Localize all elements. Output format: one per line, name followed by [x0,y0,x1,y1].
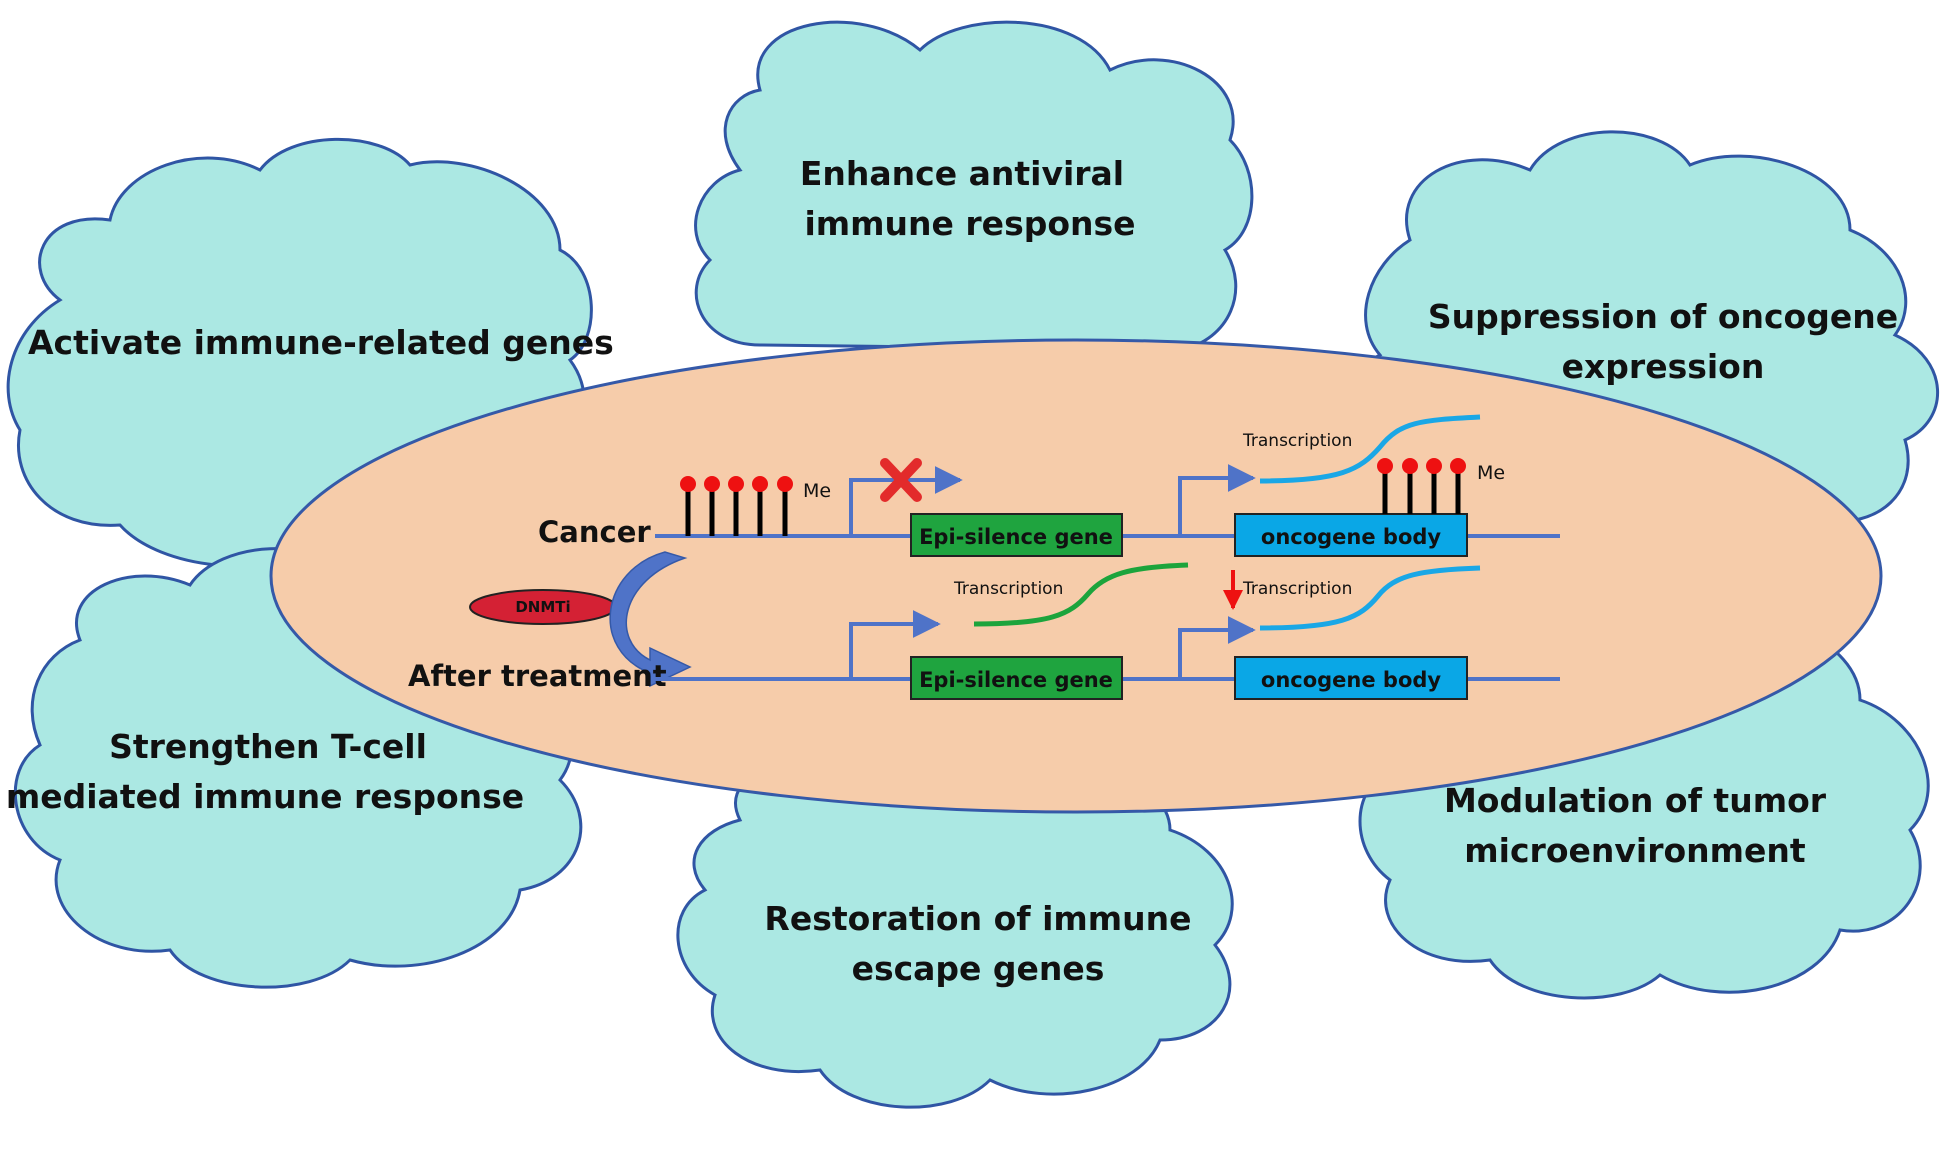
treated-row: After treatment Transcription Epi-silenc… [408,562,1560,700]
treated-transcription-label-1: Transcription [953,579,1063,599]
cloud-top: Enhance antiviral immune response [694,20,1254,352]
cloud-lower-left-line-2: mediated immune response [6,777,524,816]
cancer-row: Cancer Me Epi-silence gene Transcriptio [538,414,1560,557]
treated-oncogene-box [1234,656,1468,700]
cloud-bottom-line-1: Restoration of immune [764,899,1191,938]
treated-gene-transcript [973,562,1189,627]
treated-promoter-arrow [849,610,941,679]
treated-label: After treatment [408,659,667,693]
cloud-upper-right-line-2: expression [1562,347,1765,386]
cancer-oncogene-transcript [1259,414,1481,484]
treated-gene-box [910,656,1123,700]
cancer-methyl-group-1 [680,476,793,536]
dnmti-drug: DNMTi [469,589,617,625]
dnmti-label: DNMTi [515,598,570,616]
treated-oncogene-transcript [1259,565,1481,631]
cancer-label: Cancer [538,515,651,549]
cloud-bottom-line-2: escape genes [852,949,1105,988]
cancer-me-label-2: Me [1477,462,1505,484]
cloud-top-line-2: immune response [804,204,1135,243]
cancer-oncogene-box-label: oncogene body [1261,525,1442,549]
central-ellipse [269,338,1883,814]
cancer-oncogene-box [1234,513,1468,557]
cancer-transcription-label: Transcription [1242,431,1352,451]
cloud-upper-right-line-1: Suppression of oncogene [1428,297,1898,336]
cancer-promoter-arrow [849,466,963,536]
cloud-upper-left-line-1: Activate immune-related genes [28,323,614,362]
cloud-lower-right-line-1: Modulation of tumor [1444,781,1827,820]
cancer-methyl-group-2 [1377,458,1466,514]
cancer-gene-box-label: Epi-silence gene [919,525,1113,549]
cancer-me-label: Me [803,480,831,502]
cancer-oncogene-arrow [1178,464,1256,536]
blocked-x-icon [880,458,922,502]
cloud-top-line-1: Enhance antiviral [800,154,1124,193]
treated-transcription-label-2: Transcription [1242,579,1352,599]
treated-oncogene-arrow [1178,616,1256,679]
treated-oncogene-box-label: oncogene body [1261,668,1442,692]
treated-gene-box-label: Epi-silence gene [919,668,1113,692]
treatment-curved-arrow [609,551,692,688]
cancer-gene-box [910,513,1123,557]
cloud-lower-left-line-1: Strengthen T-cell [109,727,427,766]
cloud-lower-right-line-2: microenvironment [1464,831,1806,870]
